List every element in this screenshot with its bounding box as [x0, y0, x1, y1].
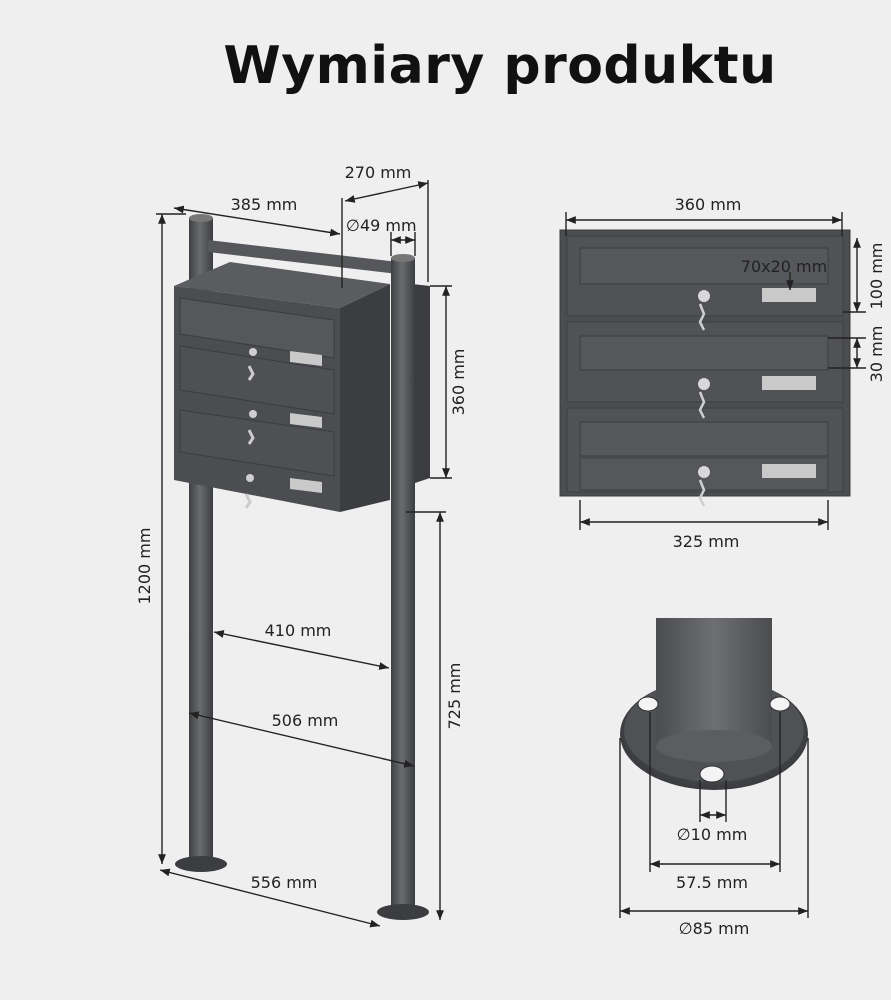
label-box-width: 385 mm	[231, 195, 298, 214]
label-box-height: 360 mm	[449, 349, 468, 416]
right-foot	[377, 904, 429, 920]
label-hole-diameter: ∅10 mm	[677, 825, 748, 844]
mounting-hole	[637, 696, 659, 712]
label-nameplate: 70x20 mm	[741, 257, 827, 276]
base-post	[656, 618, 772, 746]
page-title: Wymiary produktu	[223, 36, 777, 96]
label-post-gap-inner: 410 mm	[265, 621, 332, 640]
label-post-diameter: ∅49 mm	[346, 216, 417, 235]
right-post-top	[391, 254, 415, 262]
label-flap-height: 30 mm	[867, 326, 886, 383]
lock-icon	[698, 290, 710, 507]
right-post	[391, 258, 415, 910]
left-post-top	[189, 214, 213, 222]
mailbox-stand	[174, 214, 430, 920]
nameplate	[762, 288, 816, 302]
dimension-lines-front	[565, 212, 866, 530]
label-total-height: 1200 mm	[135, 528, 154, 605]
label-flap-width: 325 mm	[673, 532, 740, 551]
label-post-height: 725 mm	[445, 663, 464, 730]
front-view	[559, 229, 851, 507]
dimension-labels: 270 mm 385 mm ∅49 mm 360 mm 1200 mm 410 …	[135, 163, 886, 938]
left-foot	[175, 856, 227, 872]
label-post-gap-outer: 506 mm	[272, 711, 339, 730]
label-front-width: 360 mm	[675, 195, 742, 214]
label-hole-spacing: 57.5 mm	[676, 873, 748, 892]
top-rail	[208, 240, 398, 274]
dimension-lines-left	[156, 180, 452, 928]
label-box-depth: 270 mm	[345, 163, 412, 182]
mailbox-body	[174, 262, 430, 512]
dimension-lines-base	[619, 712, 809, 918]
label-plate-diameter: ∅85 mm	[679, 919, 750, 938]
base-detail	[620, 618, 808, 790]
label-compartment-height: 100 mm	[867, 243, 886, 310]
label-base-span: 556 mm	[251, 873, 318, 892]
